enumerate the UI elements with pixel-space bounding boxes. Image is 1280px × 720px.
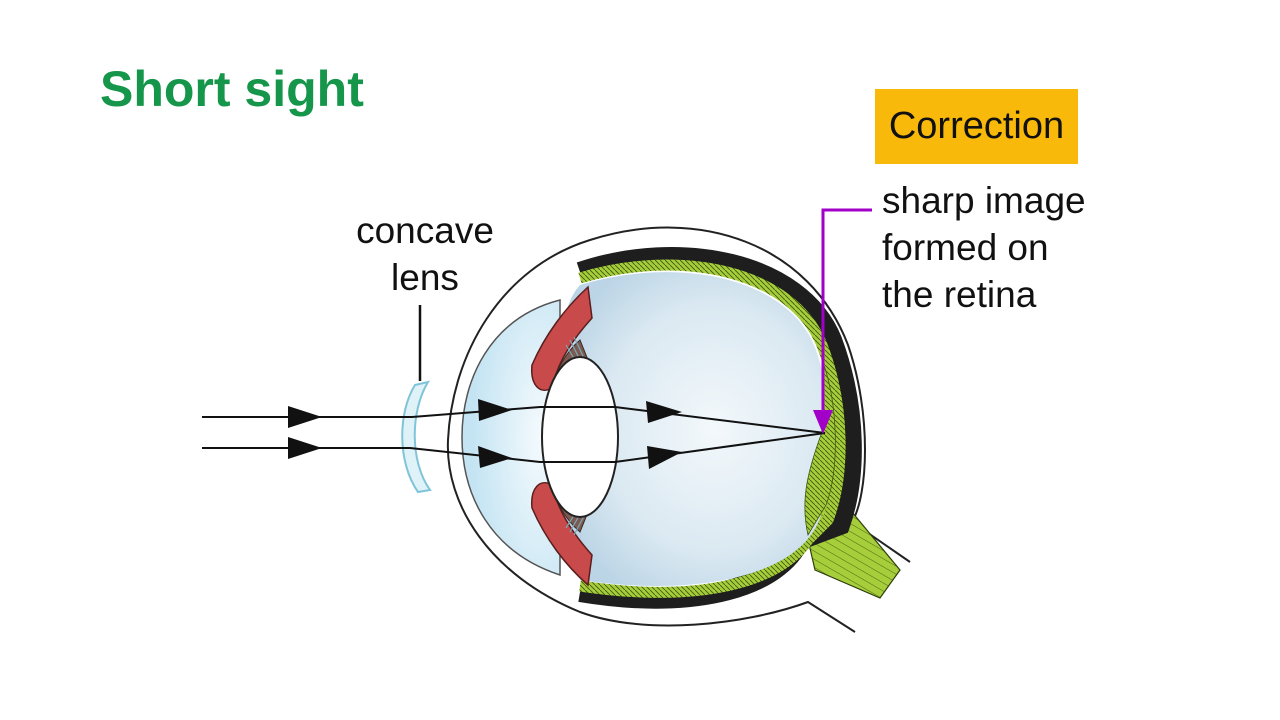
ray-arrowheads: [288, 399, 682, 469]
eye-lens: [541, 356, 619, 518]
arrowhead: [478, 399, 512, 421]
ray-top: [202, 406, 826, 434]
arrowhead: [647, 446, 682, 469]
correction-badge-label: Correction: [888, 105, 1065, 147]
sclera-outline: [446, 226, 911, 633]
sharp-image-label-line-1: sharp image: [882, 180, 1086, 221]
fovea-bulge: [804, 359, 836, 537]
concave-lens-label-line-2: lens: [391, 257, 459, 298]
arrowhead: [478, 446, 512, 468]
correction-badge: Correction: [875, 89, 1078, 164]
vitreous-body: [553, 272, 831, 587]
concave-lens: [401, 380, 432, 494]
sharp-image-label: sharp image formed on the retina: [882, 177, 1086, 318]
iris-bottom: [531, 482, 593, 587]
light-rays: [202, 406, 826, 463]
focus-pointer-arrow: [813, 208, 872, 434]
concave-lens-label: concave lens: [350, 207, 500, 301]
slide-title: Short sight: [100, 61, 364, 117]
arrowhead: [288, 437, 322, 459]
iris-top: [531, 285, 593, 391]
ray-bottom: [202, 432, 826, 463]
sharp-image-label-line-2: formed on: [882, 227, 1049, 268]
retina: [578, 259, 846, 598]
sharp-image-label-line-3: the retina: [882, 274, 1037, 315]
concave-lens-label-line-1: concave: [356, 210, 494, 251]
arrowhead: [646, 401, 682, 423]
arrowhead: [288, 406, 322, 428]
